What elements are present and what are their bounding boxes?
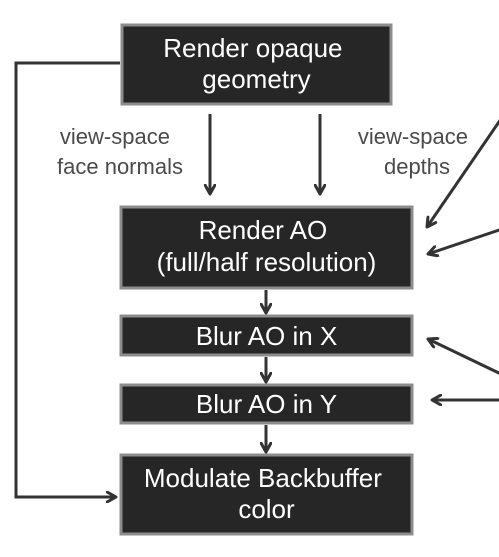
svg-text:Render AO (full/half res: Render AO (full/half resolution)	[157, 215, 377, 277]
box-modulate-line-1: Modulate Backbuffer	[144, 463, 382, 493]
box-modulate-line-2: color	[238, 494, 295, 524]
label-normals-line-2: face normals	[57, 154, 183, 179]
box-blur-ao-y: Blur AO in Y	[119, 383, 414, 425]
svg-text:Render opaque geometry: Render opaque geometry	[163, 33, 350, 94]
arrow-external-3	[428, 339, 499, 375]
label-depths: view-space depths	[358, 124, 474, 179]
arrow-opaque-to-modulate-bypass	[14, 61, 120, 497]
arrow-external-2	[428, 228, 499, 254]
box-blur-ao-x-label: Blur AO in X	[196, 321, 338, 351]
label-depths-line-1: view-space	[358, 124, 468, 149]
box-blur-ao-x: Blur AO in X	[119, 314, 414, 357]
arrow-external-1	[427, 119, 499, 227]
box-render-ao-line-2: (full/half resolution)	[157, 247, 377, 277]
box-render-ao: Render AO (full/half resolution)	[119, 205, 414, 290]
box-render-ao-line-1: Render AO	[199, 215, 328, 245]
box-blur-ao-y-label: Blur AO in Y	[196, 389, 337, 419]
svg-text:Modulate Backbuffer colo: Modulate Backbuffer color	[144, 463, 389, 524]
box-render-opaque-geometry: Render opaque geometry	[120, 23, 393, 106]
label-face-normals: view-space face normals	[57, 124, 183, 179]
box-modulate-backbuffer: Modulate Backbuffer color	[119, 453, 414, 536]
label-depths-line-2: depths	[384, 154, 450, 179]
label-normals-line-1: view-space	[60, 124, 170, 149]
box-render-opaque-line-1: Render opaque	[163, 33, 342, 63]
box-render-opaque-line-2: geometry	[202, 64, 310, 94]
